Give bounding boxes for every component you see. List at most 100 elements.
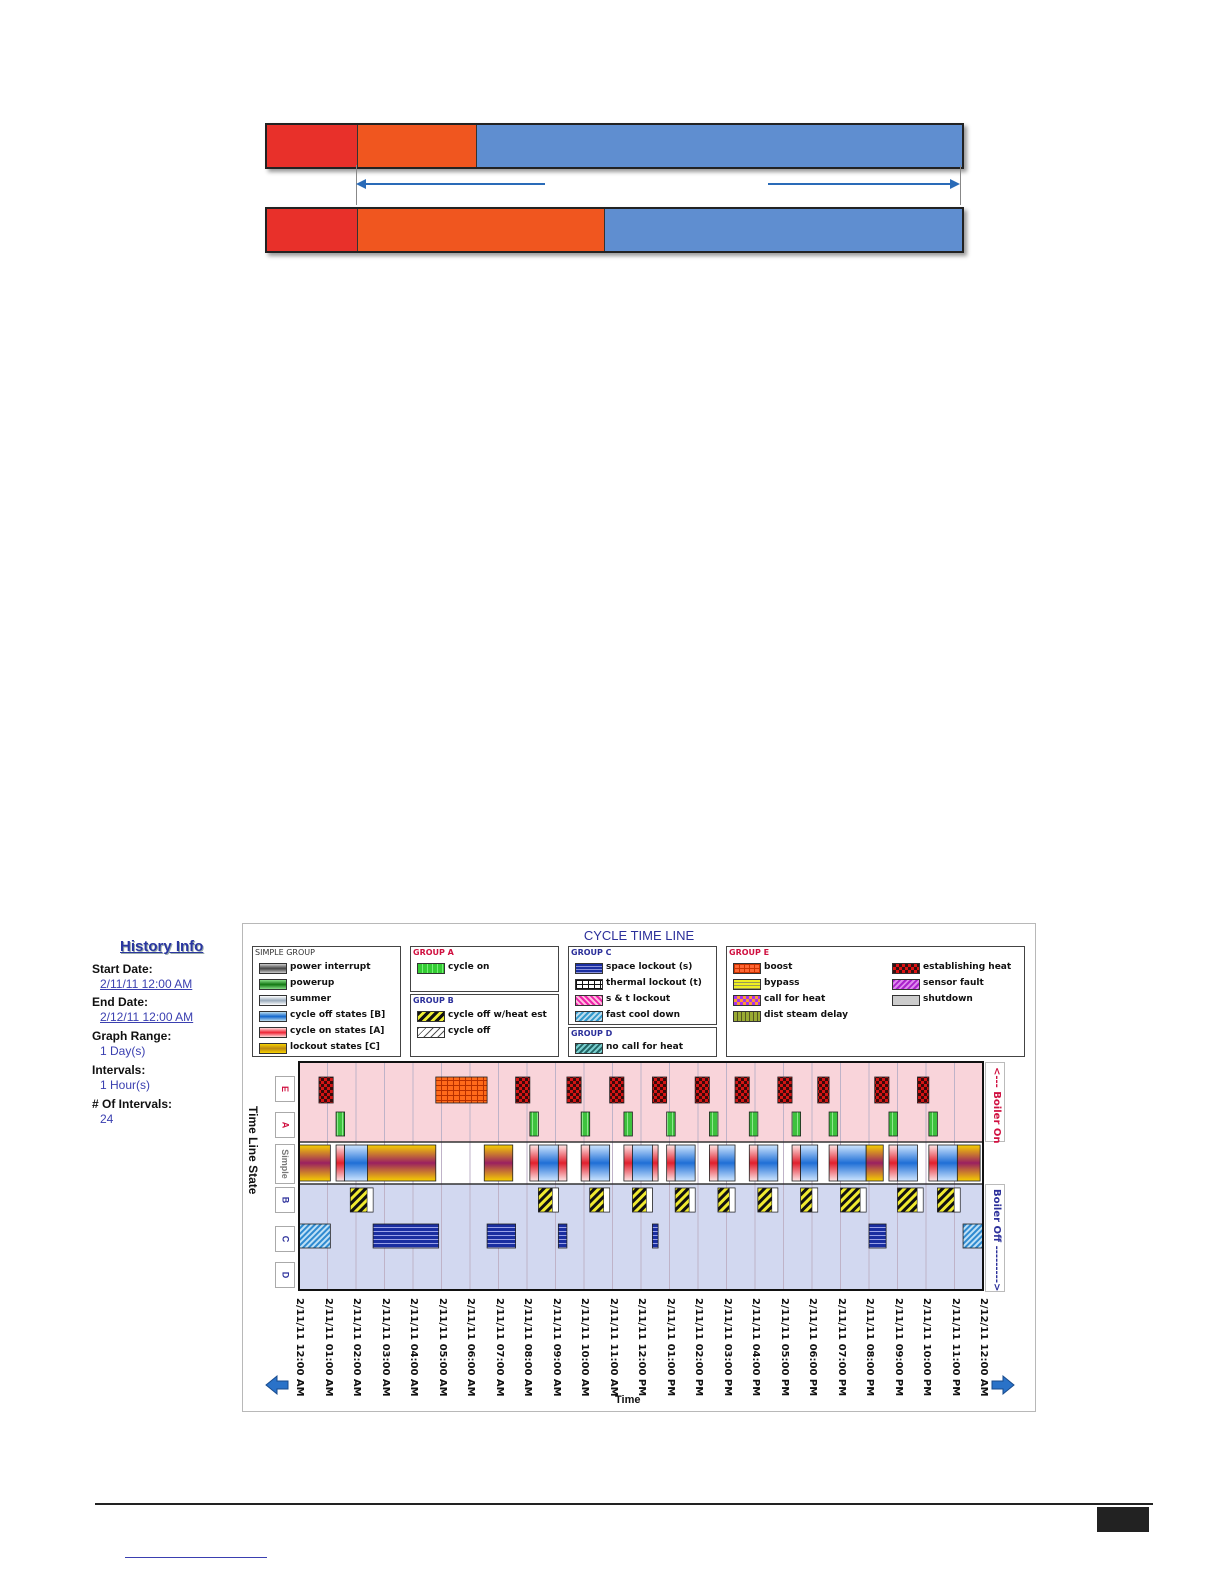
timeline-segment-simple-cycle-off: [800, 1144, 819, 1182]
lockout-states-swatch: [259, 1043, 287, 1054]
cycle-off-heat-est-swatch: [417, 1011, 445, 1022]
x-tick-label-text: 2/11/11 05:00 PM: [778, 1298, 790, 1397]
timeline-segment-a-cycle-on: [791, 1111, 801, 1137]
x-tick-label-text: 2/11/11 03:00 AM: [379, 1298, 391, 1397]
x-tick-label-text: 2/11/11 11:00 PM: [949, 1298, 961, 1397]
bar1-red-segment: [267, 125, 358, 167]
x-tick-label-text: 2/11/11 11:00 AM: [607, 1298, 619, 1397]
legend-group-c-title: GROUP C: [571, 948, 612, 957]
num-intervals-label: # Of Intervals:: [92, 1097, 173, 1111]
timeline-segment-simple-lockout: [956, 1144, 981, 1182]
boiler-on-label-box: <--- Boiler On: [985, 1062, 1005, 1143]
legend-group-a-title: GROUP A: [413, 948, 454, 957]
prev-arrow-icon[interactable]: [264, 1374, 290, 1396]
row-label-d: D: [275, 1262, 295, 1288]
timeline-segment-simple-lockout: [298, 1144, 331, 1182]
row-label-c-text: C: [280, 1235, 290, 1243]
boiler-off-label: Boiler Off --------->: [991, 1189, 1002, 1292]
end-date-value[interactable]: 2/12/11 12:00 AM: [100, 1010, 194, 1024]
x-tick-label: 2/11/11 02:00 AM: [350, 1298, 364, 1397]
legend-powerup: powerup: [290, 978, 335, 988]
legend-space-lockout: space lockout (s): [606, 962, 693, 972]
timeline-segment-a-cycle-on: [335, 1111, 345, 1137]
x-tick-label: 2/11/11 12:00 PM: [635, 1298, 649, 1396]
legend-establishing-heat: establishing heat: [923, 962, 1012, 972]
timeline-segment-c-space-lockout: [868, 1223, 887, 1249]
legend-fast-cool-down: fast cool down: [606, 1010, 681, 1020]
x-tick-label-text: 2/11/11 05:00 AM: [436, 1298, 448, 1397]
legend-no-call-for-heat: no call for heat: [606, 1042, 683, 1052]
cycle-on-states-swatch: [259, 1027, 287, 1038]
x-tick-label-text: 2/11/11 01:00 AM: [322, 1298, 334, 1397]
timeline-segment-a-cycle-on: [623, 1111, 633, 1137]
timeline-bar-1: [265, 123, 964, 169]
x-axis-title: Time: [615, 1394, 641, 1406]
legend-group-e: GROUP E boost bypass call for heat dist …: [726, 946, 1025, 1057]
start-date-value[interactable]: 2/11/11 12:00 AM: [100, 977, 193, 991]
intervals-value: 1 Hour(s): [100, 1078, 151, 1092]
x-tick-label-text: 2/11/11 04:00 AM: [408, 1298, 419, 1397]
cycle-off-tail: [729, 1187, 736, 1213]
x-tick-label: 2/11/11 01:00 AM: [322, 1298, 336, 1397]
x-tick-label-text: 2/11/11 09:00 PM: [892, 1298, 904, 1397]
dist-steam-delay-swatch: [733, 1011, 761, 1022]
x-tick-label-text: 2/11/11 01:00 PM: [664, 1298, 676, 1397]
legend-boost: boost: [764, 962, 793, 972]
legend-cycle-on: cycle on: [448, 962, 490, 972]
shutdown-swatch: [892, 995, 920, 1006]
timeline-segment-e-establishing-heat: [734, 1076, 750, 1104]
timeline-segment-a-cycle-on: [529, 1111, 539, 1137]
legend-lockout-states: lockout states [C]: [290, 1042, 380, 1052]
x-tick-label: 2/11/11 06:00 PM: [806, 1298, 820, 1396]
timeline-segment-simple-cycle-on: [708, 1144, 719, 1182]
x-tick-label-text: 2/12/11 12:00 AM: [978, 1298, 989, 1397]
legend-simple-group: SIMPLE GROUP power interrupt powerup sum…: [252, 946, 401, 1057]
timeline-segment-simple-lockout: [865, 1144, 884, 1182]
summer-swatch: [259, 995, 287, 1006]
x-tick-label: 2/11/11 09:00 PM: [892, 1298, 906, 1396]
x-tick-label-text: 2/11/11 06:00 AM: [465, 1298, 476, 1397]
cycle-off-states-swatch: [259, 1011, 287, 1022]
timeline-segment-a-cycle-on: [580, 1111, 591, 1137]
x-tick-label: 2/11/11 05:00 PM: [778, 1298, 792, 1396]
legend-group-a: GROUP A cycle on: [410, 946, 559, 992]
row-label-b-text: B: [280, 1196, 290, 1204]
cycle-off-tail: [859, 1187, 867, 1213]
x-tick-label: 2/11/11 09:00 AM: [550, 1298, 564, 1397]
cycle-off-tail: [688, 1187, 696, 1213]
graph-range-value: 1 Day(s): [100, 1044, 146, 1058]
row-label-c: C: [275, 1226, 295, 1252]
timeline-segment-simple-cycle-off: [897, 1144, 918, 1182]
footer-rule: [95, 1503, 1153, 1505]
establishing-heat-swatch: [892, 963, 920, 974]
timeline-segment-simple-lockout: [483, 1144, 514, 1182]
x-tick-label: 2/12/11 12:00 AM: [977, 1298, 991, 1397]
timeline-segment-c-space-lockout: [557, 1223, 568, 1249]
legend-group-b-title: GROUP B: [413, 996, 454, 1005]
cycle-off-tail: [646, 1187, 653, 1213]
timeline-segment-simple-cycle-on: [748, 1144, 759, 1182]
row-label-a-text: A: [280, 1121, 290, 1129]
timeline-segment-c-space-lockout: [372, 1223, 440, 1249]
timeline-segment-c-space-lockout: [486, 1223, 517, 1249]
footer-link-underline: [125, 1557, 267, 1558]
row-label-e-text: E: [279, 1085, 290, 1093]
timeline-segment-simple-cycle-on: [828, 1144, 839, 1182]
timeline-segment-e-establishing-heat: [609, 1076, 625, 1104]
history-info-title[interactable]: History Info: [120, 938, 204, 955]
legend-dist-steam-delay: dist steam delay: [764, 1010, 848, 1020]
timeline-segment-simple-cycle-off: [757, 1144, 779, 1182]
next-arrow-icon[interactable]: [990, 1374, 1016, 1396]
timeline-segment-simple-cycle-off: [589, 1144, 611, 1182]
timeline-segment-simple-cycle-off: [344, 1144, 368, 1182]
space-lockout-swatch: [575, 963, 603, 974]
timeline-segment-simple-cycle-on: [580, 1144, 591, 1182]
timeline-segment-c-space-lockout: [651, 1223, 659, 1249]
timeline-segment-c-fast-cool-down: [298, 1223, 331, 1249]
sensor-fault-swatch: [892, 979, 920, 990]
num-intervals-value: 24: [100, 1112, 114, 1126]
legend-group-b: GROUP B cycle off w/heat est cycle off: [410, 994, 559, 1057]
timeline-bar-2: [265, 207, 964, 253]
x-tick-label: 2/11/11 10:00 PM: [920, 1298, 934, 1396]
legend-shutdown: shutdown: [923, 994, 973, 1004]
